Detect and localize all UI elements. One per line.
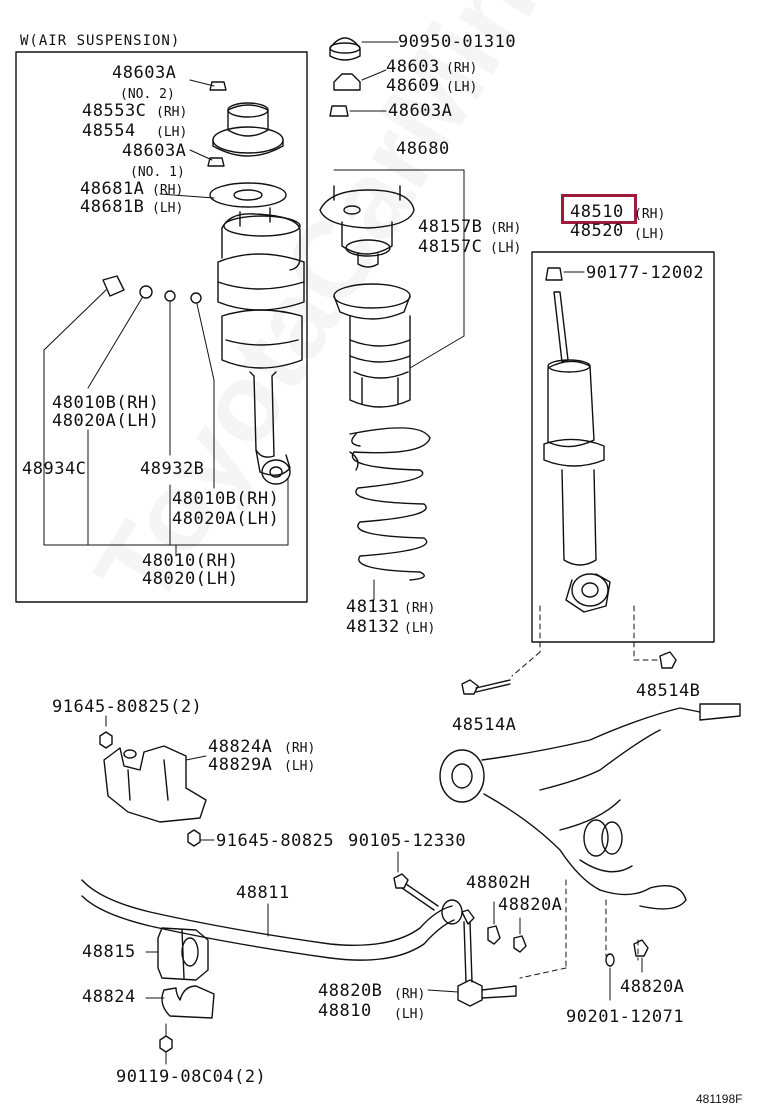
cap-48603-drawing: [333, 69, 387, 91]
label-48824A-rh: (RH): [284, 741, 316, 756]
bushings-48802H-drawing: [487, 901, 527, 953]
label-48132-lh: (LH): [404, 621, 436, 636]
label-48010B-left[interactable]: 48010B(RH): [52, 393, 160, 413]
label-48820A-upper[interactable]: 48820A: [498, 895, 563, 915]
label-90105-12330[interactable]: 90105-12330: [348, 831, 467, 851]
label-48824A[interactable]: 48824A: [208, 737, 273, 757]
label-90177-12002[interactable]: 90177-12002: [586, 263, 705, 283]
label-48680[interactable]: 48680: [396, 139, 450, 159]
part-48510-highlight[interactable]: [561, 194, 637, 224]
bracket-48824A-drawing: [103, 745, 207, 823]
nut-48820A-right-drawing: [605, 939, 649, 1001]
label-48932B[interactable]: 48932B: [140, 459, 205, 479]
air-suspension-header: W(AIR SUSPENSION): [20, 33, 181, 49]
air-suspension-frame: [15, 51, 308, 603]
nut-48603A-right-drawing: [329, 105, 387, 117]
figure-number: 481198F: [696, 1092, 743, 1106]
nut-90177-drawing: [545, 267, 585, 281]
bolt-90119-drawing: [159, 1023, 173, 1065]
label-48934C[interactable]: 48934C: [22, 459, 87, 479]
bolt-48514A-drawing: [461, 679, 511, 695]
bushing-48815-drawing: [145, 927, 209, 981]
label-48514A[interactable]: 48514A: [452, 715, 517, 735]
label-48554[interactable]: 48554: [82, 121, 136, 141]
label-48010[interactable]: 48010(RH): [142, 551, 239, 571]
label-48157C[interactable]: 48157C: [418, 237, 483, 257]
label-48131-rh: (RH): [404, 601, 436, 616]
label-48157C-lh: (LH): [490, 241, 522, 256]
label-48609[interactable]: 48609: [386, 76, 440, 96]
control-arm-leaders: [519, 879, 639, 979]
bolt-91645-upper-drawing: [99, 715, 113, 749]
label-90201-12071[interactable]: 90201-12071: [566, 1007, 685, 1027]
label-48520-lh: (LH): [634, 227, 666, 242]
label-48829A-lh: (LH): [284, 759, 316, 774]
bolt-90105-drawing: [393, 851, 439, 911]
label-48820B[interactable]: 48820B: [318, 981, 383, 1001]
label-48553C[interactable]: 48553C: [82, 101, 147, 121]
label-48681B-lh: (LH): [152, 201, 184, 216]
label-48603A-top[interactable]: 48603A: [112, 63, 177, 83]
label-48510-rh: (RH): [634, 207, 666, 222]
label-48020A-right[interactable]: 48020A(LH): [172, 509, 280, 529]
label-48829A[interactable]: 48829A: [208, 755, 273, 775]
o-rings-drawing: [102, 275, 202, 304]
bump-cap-90950-drawing: [329, 37, 399, 61]
plate-48681A-drawing: [209, 182, 287, 208]
label-48157B[interactable]: 48157B: [418, 217, 483, 237]
bolt-91645-lower-drawing: [187, 829, 215, 847]
nut-48514B-drawing: [659, 651, 677, 669]
label-48603-rh: (RH): [446, 61, 478, 76]
label-91645-80825[interactable]: 91645-80825: [216, 831, 335, 851]
label-48554-lh: (LH): [156, 125, 188, 140]
label-48810-lh: (LH): [394, 1007, 426, 1022]
shock-mount-leaders: [511, 605, 661, 677]
bumper-48157-drawing: [333, 283, 411, 408]
label-48132[interactable]: 48132: [346, 617, 400, 637]
label-48010B-right[interactable]: 48010B(RH): [172, 489, 280, 509]
label-48810[interactable]: 48810: [318, 1001, 372, 1021]
label-48820B-rh: (RH): [394, 987, 426, 1002]
lower-control-arm-drawing: [439, 703, 741, 910]
label-48820A-lower[interactable]: 48820A: [620, 977, 685, 997]
label-48603A-mid[interactable]: 48603A: [122, 141, 187, 161]
shock-absorber-drawing: [511, 239, 611, 613]
label-48157B-rh: (RH): [490, 221, 522, 236]
nut-48603A-no2-drawing: [209, 81, 227, 91]
stabilizer-bar-48811-drawing: [81, 879, 463, 961]
label-no2: (NO. 2): [120, 87, 175, 102]
label-no1: (NO. 1): [130, 165, 185, 180]
label-48520[interactable]: 48520: [570, 221, 624, 241]
label-90119-08C04-2[interactable]: 90119-08C04(2): [116, 1067, 267, 1087]
label-48553C-rh: (RH): [156, 105, 188, 120]
label-48811[interactable]: 48811: [236, 883, 290, 903]
nut-48603A-no1-drawing: [207, 157, 225, 167]
air-spring-drawing: [217, 207, 305, 485]
label-48681B[interactable]: 48681B: [80, 197, 145, 217]
label-48510[interactable]: 48510: [570, 202, 624, 222]
label-48131[interactable]: 48131: [346, 597, 400, 617]
shock-absorber-frame: [531, 251, 715, 643]
label-48802H[interactable]: 48802H: [466, 873, 531, 893]
label-48020[interactable]: 48020(LH): [142, 569, 239, 589]
air-box-leaders: [43, 79, 289, 557]
coil-spring-48131-drawing: [349, 427, 431, 601]
support-48680-drawing: [319, 169, 465, 369]
label-48514B[interactable]: 48514B: [636, 681, 701, 701]
stabilizer-link-48810-drawing: [427, 909, 517, 1007]
bracket-48824-drawing: [145, 985, 215, 1019]
upper-support-48553C-drawing: [212, 102, 284, 157]
label-48020A-left[interactable]: 48020A(LH): [52, 411, 160, 431]
label-90950-01310[interactable]: 90950-01310: [398, 32, 517, 52]
label-91645-80825-2[interactable]: 91645-80825(2): [52, 697, 203, 717]
label-48681A[interactable]: 48681A: [80, 179, 145, 199]
label-48603[interactable]: 48603: [386, 57, 440, 77]
label-48609-lh: (LH): [446, 80, 478, 95]
label-48815[interactable]: 48815: [82, 942, 136, 962]
label-48603A-right[interactable]: 48603A: [388, 101, 453, 121]
label-48681A-rh: (RH): [152, 183, 184, 198]
label-48824[interactable]: 48824: [82, 987, 136, 1007]
